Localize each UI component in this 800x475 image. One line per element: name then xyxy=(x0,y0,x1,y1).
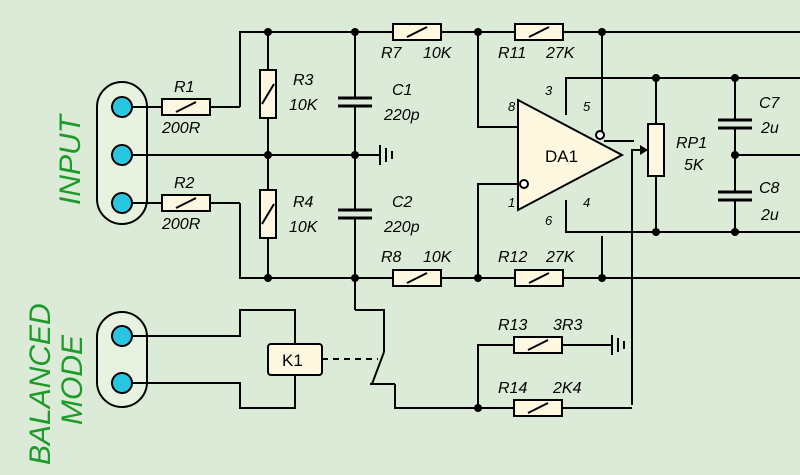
pin-label-8: 8 xyxy=(508,99,516,114)
relay-switch-contact xyxy=(370,351,395,385)
label-r11: R11 xyxy=(498,45,526,62)
resistor-r13 xyxy=(513,336,563,354)
ground-symbol-input xyxy=(379,145,393,165)
pin-label-3: 3 xyxy=(545,83,553,98)
resistor-r3 xyxy=(259,69,277,119)
pin-label-4: 4 xyxy=(583,195,590,210)
label-r8: R8 xyxy=(381,249,402,266)
value-c8: 2u xyxy=(760,207,779,224)
value-r7: 10K xyxy=(423,45,453,62)
label-r12: R12 xyxy=(498,249,527,266)
capacitor-c8 xyxy=(718,190,752,202)
input-label: INPUT xyxy=(54,112,87,205)
value-r14: 2K4 xyxy=(552,380,582,397)
label-r2: R2 xyxy=(174,175,195,192)
value-rp1: 5K xyxy=(684,157,705,174)
value-c7: 2u xyxy=(760,120,779,137)
capacitor-c1 xyxy=(338,96,372,108)
resistor-r2 xyxy=(161,194,211,212)
value-r11: 27K xyxy=(545,45,576,62)
pin-label-5: 5 xyxy=(583,99,591,114)
wires xyxy=(132,31,800,409)
resistor-r4 xyxy=(259,189,277,239)
resistor-r11 xyxy=(514,23,564,41)
value-r1: 200R xyxy=(161,120,201,137)
balanced-label: BALANCED xyxy=(24,303,57,465)
label-da1: DA1 xyxy=(545,147,578,166)
value-r4: 10K xyxy=(289,219,319,236)
label-r1: R1 xyxy=(174,79,194,96)
value-r8: 10K xyxy=(423,249,453,266)
resistor-r7 xyxy=(392,23,442,41)
label-k1: K1 xyxy=(282,351,303,370)
label-c8: C8 xyxy=(759,180,780,197)
pin-label-1: 1 xyxy=(508,195,515,210)
value-r12: 27K xyxy=(545,249,576,266)
value-c2: 220p xyxy=(383,219,420,236)
ground-symbol-r13 xyxy=(611,335,625,355)
mode-label: MODE xyxy=(56,334,89,425)
resistor-r12 xyxy=(514,269,564,287)
balanced-mode-connector xyxy=(96,311,148,408)
value-r2: 200R xyxy=(161,216,201,233)
opamp-da1 xyxy=(517,98,625,212)
potentiometer-rp1 xyxy=(640,123,665,177)
label-r13: R13 xyxy=(498,317,527,334)
resistor-r1 xyxy=(161,98,211,116)
label-c1: C1 xyxy=(392,82,412,99)
junctions xyxy=(264,28,739,412)
label-r7: R7 xyxy=(381,45,403,62)
label-c2: C2 xyxy=(392,194,413,211)
pin-label-6: 6 xyxy=(545,213,553,228)
resistor-r14 xyxy=(513,399,563,417)
label-r4: R4 xyxy=(293,194,314,211)
label-r3: R3 xyxy=(293,72,314,89)
value-c1: 220p xyxy=(383,107,420,124)
value-r13: 3R3 xyxy=(553,317,582,334)
label-c7: C7 xyxy=(759,95,781,112)
capacitor-c7 xyxy=(718,118,752,130)
resistor-r8 xyxy=(392,269,442,287)
value-r3: 10K xyxy=(289,97,319,114)
capacitor-c2 xyxy=(338,208,372,220)
label-r14: R14 xyxy=(498,380,527,397)
label-rp1: RP1 xyxy=(676,135,707,152)
